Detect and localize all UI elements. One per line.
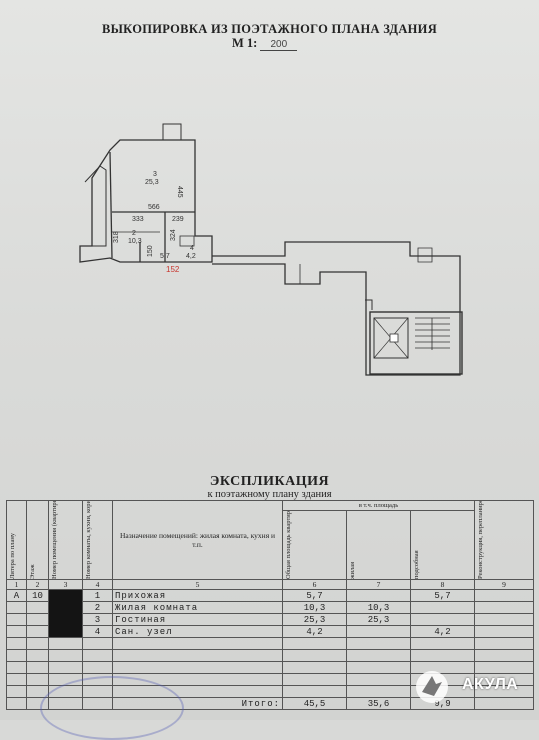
dim-566: 566 — [148, 204, 160, 211]
room-4-number: 4 — [190, 245, 194, 252]
room-2-number: 2 — [132, 230, 136, 237]
area-utility: 5,7 — [409, 589, 476, 602]
room-name: Прихожая — [112, 589, 283, 602]
area-total: 5,7 — [282, 589, 347, 602]
litera-cell: А — [6, 589, 27, 602]
hdr-rekon: Реконструкция, перепланировка, переустро… — [477, 500, 485, 579]
col-num: 7 — [346, 579, 411, 590]
hdr-zhil: жилая — [349, 561, 356, 579]
table-row: 3 Гостиная 25,3 25,3 — [6, 613, 535, 626]
scale-value: 200 — [260, 39, 298, 51]
room-name: Сан. узел — [112, 625, 283, 638]
hdr-podsob: подсобная — [413, 550, 420, 579]
redacted-block — [48, 589, 83, 638]
column-numbers-row: 1 2 3 4 5 6 7 8 9 — [6, 579, 535, 590]
room-1-area: 5,7 — [160, 253, 170, 260]
hdr-nom-komn: Номер комнаты, кухни, корид. и т.п. — [85, 500, 92, 579]
room-2-area: 10,3 — [128, 238, 142, 245]
total-obsh: 45,5 — [282, 697, 347, 710]
table-row: 2 Жилая комната 10,3 10,3 — [6, 601, 535, 614]
col-num: 9 — [474, 579, 535, 590]
area-living: 10,3 — [346, 601, 411, 614]
area-living: 25,3 — [346, 613, 411, 626]
room-name: Гостиная — [112, 613, 283, 626]
explication-subtitle: к поэтажному плану здания — [207, 489, 332, 500]
hdr-etazh: Этаж — [29, 564, 36, 579]
area-total: 25,3 — [282, 613, 347, 626]
hdr-naznach: Назначение помещений: жилая комната, кух… — [112, 500, 283, 580]
red-label: 152 — [166, 265, 180, 274]
dim-239: 239 — [172, 216, 184, 223]
col-num: 3 — [48, 579, 83, 590]
scale-label: М 1: — [232, 36, 258, 50]
area-living — [346, 589, 411, 602]
room-number: 1 — [82, 589, 113, 602]
shark-fin-icon — [422, 676, 442, 696]
area-total: 4,2 — [282, 625, 347, 638]
col-num: 8 — [409, 579, 476, 590]
dim-333: 333 — [132, 216, 144, 223]
watermark-brand: АКУЛА — [462, 676, 519, 693]
area-utility: 4,2 — [409, 625, 476, 638]
dim-318: 318 — [113, 231, 120, 243]
area-utility — [409, 601, 476, 614]
room-name: Жилая комната — [112, 601, 283, 614]
area-living — [346, 625, 411, 638]
dim-150: 150 — [147, 245, 154, 257]
col-num: 2 — [26, 579, 49, 590]
table-row: А 10 1 Прихожая 5,7 5,7 — [6, 589, 535, 638]
dim-324: 324 — [170, 229, 177, 241]
explication-title: ЭКСПЛИКАЦИЯ — [209, 474, 330, 489]
room-3-area: 25,3 — [145, 179, 159, 186]
plan-title: ВЫКОПИРОВКА ИЗ ПОЭТАЖНОГО ПЛАНА ЗДАНИЯ — [101, 22, 438, 36]
floor-plan: 3 25,3 2 10,3 5,7 4 4,2 445 566 333 239 … — [79, 123, 463, 376]
explication-table: Литера по плану Этаж Номер помещения (кв… — [6, 500, 535, 710]
col-num: 6 — [282, 579, 347, 590]
scale-row: М 1: 200 — [232, 36, 298, 51]
room-4-area: 4,2 — [186, 253, 196, 260]
room-number: 2 — [82, 601, 113, 614]
hdr-vtch: в т.ч. площадь — [281, 500, 476, 511]
col-num: 4 — [82, 579, 113, 590]
stamp-seal — [40, 676, 184, 740]
dim-445: 445 — [176, 186, 183, 198]
room-3-number: 3 — [153, 171, 157, 178]
area-utility — [409, 613, 476, 626]
area-total: 10,3 — [282, 601, 347, 614]
total-zhil: 35,6 — [346, 697, 411, 710]
hdr-obsh: Общая площадь квартиры — [285, 510, 292, 579]
col-num: 1 — [6, 579, 27, 590]
etazh-cell: 10 — [26, 589, 49, 602]
hdr-nom-pom: Номер помещения (квартиры) — [51, 500, 58, 579]
room-number: 3 — [82, 613, 113, 626]
room-number: 4 — [82, 625, 113, 638]
akula-logo — [416, 671, 448, 703]
hdr-litera: Литера по плану — [9, 532, 16, 579]
table-row: 4 Сан. узел 4,2 4,2 — [6, 625, 535, 638]
col-num: 5 — [112, 579, 283, 590]
